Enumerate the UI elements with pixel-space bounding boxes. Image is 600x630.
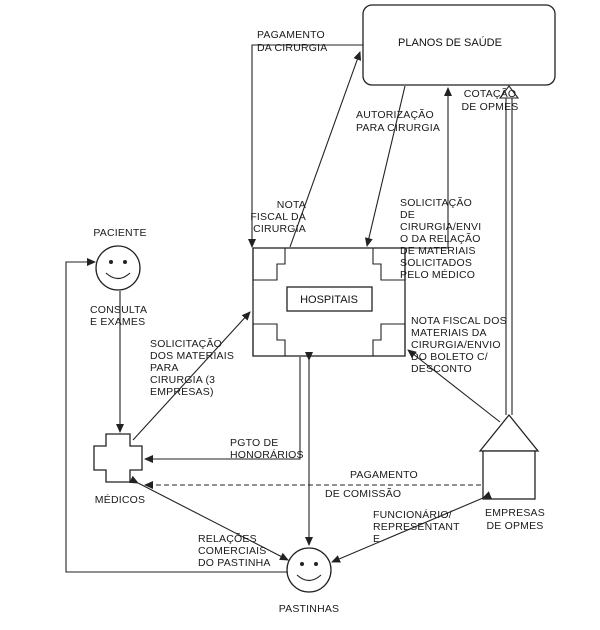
svg-text:RELAÇÕES: RELAÇÕES bbox=[198, 532, 257, 545]
hospitais-node: HOSPITAIS bbox=[252, 247, 406, 357]
svg-text:DE MATERIAIS: DE MATERIAIS bbox=[400, 245, 476, 257]
label-pagamento-cirurgia: PAGAMENTO DA CIRURGIA bbox=[257, 29, 327, 54]
svg-text:PAGAMENTO: PAGAMENTO bbox=[350, 469, 418, 481]
pastinhas-label: PASTINHAS bbox=[279, 603, 340, 615]
svg-text:PAGAMENTO: PAGAMENTO bbox=[257, 29, 325, 41]
pastinhas-smiley-icon bbox=[286, 547, 332, 593]
label-funcionario: FUNCIONÁRIO/ REPRESENTANT E bbox=[373, 508, 460, 545]
svg-text:HONORÁRIOS: HONORÁRIOS bbox=[230, 448, 304, 461]
label-nota-fiscal-cirurgia: NOTA FISCAL DA CIRURGIA bbox=[250, 199, 306, 235]
label-relacoes: RELAÇÕES COMERCIAIS DO PASTINHA bbox=[198, 532, 271, 569]
svg-text:PARA: PARA bbox=[150, 362, 179, 374]
edge-solicitacao-materiais bbox=[132, 311, 251, 441]
svg-text:DESCONTO: DESCONTO bbox=[411, 363, 472, 375]
edge-nota-fiscal-cirurgia bbox=[289, 51, 362, 248]
edge-pgto-honorarios bbox=[144, 357, 301, 463]
svg-text:O DA RELAÇÃO: O DA RELAÇÃO bbox=[400, 232, 481, 245]
svg-text:DO BOLETO C/: DO BOLETO C/ bbox=[411, 351, 488, 363]
medicos-node: MÉDICOS bbox=[93, 433, 145, 506]
edge-cotacao-opmes bbox=[498, 85, 520, 415]
label-autorizacao: AUTORIZAÇÃO PARA CIRURGIA bbox=[356, 108, 440, 134]
medical-cross-icon bbox=[93, 433, 143, 483]
edge-relacoes-medicos bbox=[129, 475, 289, 561]
svg-text:DO PASTINHA: DO PASTINHA bbox=[198, 557, 271, 569]
svg-text:SOLICITAÇÃO: SOLICITAÇÃO bbox=[150, 337, 222, 350]
svg-text:MATERIAIS DA: MATERIAIS DA bbox=[411, 327, 487, 339]
label-consulta: CONSULTA E EXAMES bbox=[90, 304, 147, 328]
svg-text:DE OPMES: DE OPMES bbox=[461, 101, 518, 113]
house-icon bbox=[478, 413, 540, 452]
svg-text:CIRURGIA (3: CIRURGIA (3 bbox=[150, 374, 215, 386]
label-nota-fiscal-materiais: NOTA FISCAL DOS MATERIAIS DA CIRURGIA/EN… bbox=[411, 315, 507, 375]
svg-text:COMERCIAIS: COMERCIAIS bbox=[198, 545, 267, 557]
svg-text:FISCAL DA: FISCAL DA bbox=[250, 211, 306, 223]
planos-de-saude-label: PLANOS DE SAÚDE bbox=[398, 36, 502, 49]
empresas-label-line1: EMPRESAS bbox=[485, 507, 545, 519]
svg-text:DE COMISSÃO: DE COMISSÃO bbox=[325, 487, 401, 500]
planos-de-saude-node: PLANOS DE SAÚDE bbox=[362, 4, 556, 86]
pastinhas-node: PASTINHAS bbox=[279, 547, 340, 615]
empresas-label-line2: DE OPMES bbox=[486, 520, 543, 532]
svg-text:PGTO DE: PGTO DE bbox=[230, 437, 278, 449]
svg-text:SOLICITADOS: SOLICITADOS bbox=[400, 257, 472, 269]
edge-autorizacao bbox=[364, 85, 406, 247]
svg-text:CIRURGIA/ENVIO: CIRURGIA/ENVIO bbox=[411, 339, 501, 351]
edge-pagamento-cirurgia bbox=[248, 44, 363, 248]
paciente-smiley-icon bbox=[95, 245, 141, 291]
edge-nota-fiscal-materiais bbox=[407, 349, 501, 423]
svg-text:DA CIRURGIA: DA CIRURGIA bbox=[257, 42, 327, 54]
edge-relacoes-paciente bbox=[65, 258, 287, 573]
svg-text:CONSULTA: CONSULTA bbox=[90, 304, 147, 316]
svg-text:AUTORIZAÇÃO: AUTORIZAÇÃO bbox=[356, 108, 434, 121]
svg-text:CIRURGIA: CIRURGIA bbox=[253, 223, 306, 235]
svg-text:DE: DE bbox=[400, 209, 415, 221]
edge-funcionario bbox=[331, 491, 492, 563]
label-solicitacao-materiais: SOLICITAÇÃO DOS MATERIAIS PARA CIRURGIA … bbox=[150, 337, 234, 398]
svg-text:PELO MÉDICO: PELO MÉDICO bbox=[400, 268, 475, 281]
svg-text:EMPRESAS): EMPRESAS) bbox=[150, 386, 214, 398]
label-pgto-honorarios: PGTO DE HONORÁRIOS bbox=[230, 437, 304, 461]
svg-text:NOTA FISCAL DOS: NOTA FISCAL DOS bbox=[411, 315, 507, 327]
empresas-opmes-node: EMPRESAS DE OPMES bbox=[478, 413, 545, 532]
label-cotacao: COTAÇÃO DE OPMES bbox=[461, 87, 518, 113]
label-solicitacao-cirurgia: SOLICITAÇÃO DE CIRURGIA/ENVI O DA RELAÇÃ… bbox=[400, 196, 481, 281]
svg-text:SOLICITAÇÃO: SOLICITAÇÃO bbox=[400, 196, 472, 209]
svg-text:REPRESENTANT: REPRESENTANT bbox=[373, 521, 460, 533]
svg-text:CIRURGIA/ENVI: CIRURGIA/ENVI bbox=[400, 221, 481, 233]
svg-text:FUNCIONÁRIO/: FUNCIONÁRIO/ bbox=[373, 508, 452, 521]
svg-text:NOTA: NOTA bbox=[277, 199, 306, 211]
svg-text:COTAÇÃO: COTAÇÃO bbox=[464, 87, 517, 100]
paciente-label: PACIENTE bbox=[93, 227, 146, 239]
medicos-label: MÉDICOS bbox=[95, 493, 145, 506]
paciente-node: PACIENTE bbox=[93, 227, 146, 291]
svg-text:E: E bbox=[373, 533, 380, 545]
label-pagamento-comissao: PAGAMENTO DE COMISSÃO bbox=[325, 469, 418, 500]
svg-text:E EXAMES: E EXAMES bbox=[90, 316, 145, 328]
svg-text:DOS MATERIAIS: DOS MATERIAIS bbox=[150, 350, 234, 362]
hospitais-label: HOSPITAIS bbox=[300, 294, 358, 306]
svg-text:PARA CIRURGIA: PARA CIRURGIA bbox=[356, 122, 440, 134]
